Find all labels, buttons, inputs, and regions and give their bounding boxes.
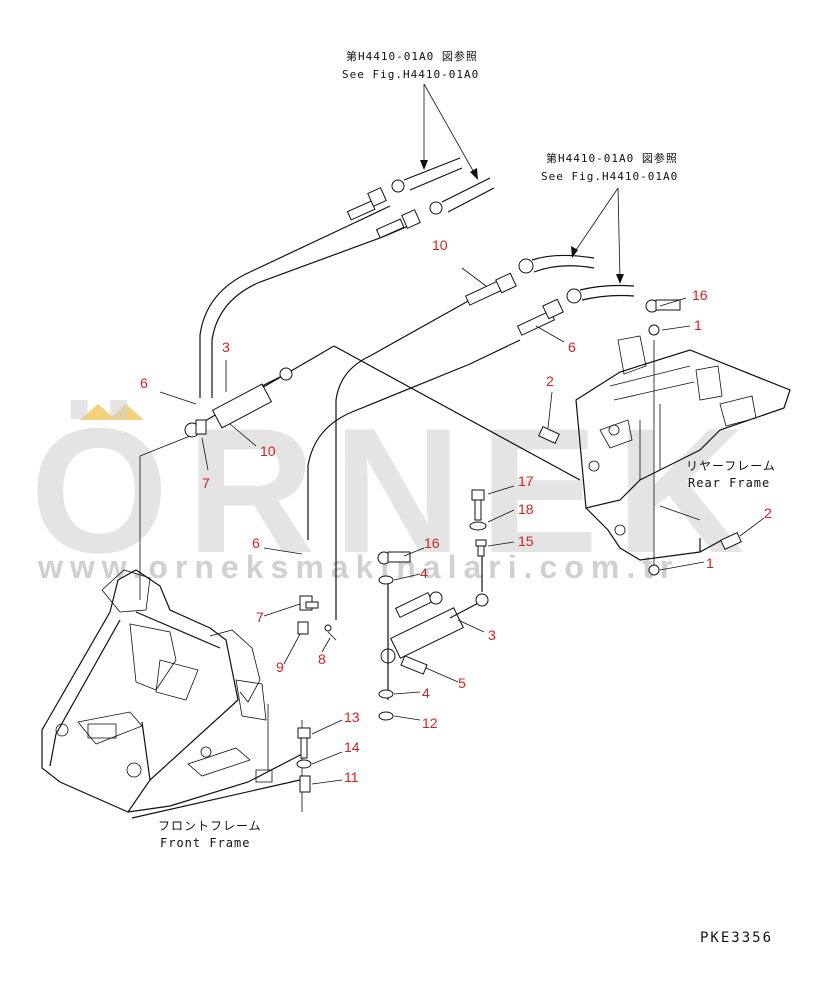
callout-15: 15 bbox=[518, 533, 534, 549]
reference-note-right: 第H4410-01A0 図参照 See Fig.H4410-01A0 bbox=[541, 151, 678, 284]
callout-11: 11 bbox=[344, 769, 359, 785]
callout-8: 8 bbox=[318, 651, 326, 667]
rear-frame-label-jp: リヤーフレーム bbox=[686, 459, 776, 473]
callout-4-upper: 4 bbox=[420, 565, 428, 581]
callout-17: 17 bbox=[518, 473, 534, 489]
watermark-url: www.orneksmakinalari.com.tr bbox=[37, 549, 679, 585]
callout-1-rear-top: 1 bbox=[694, 317, 702, 333]
callout-13: 13 bbox=[344, 709, 360, 725]
callout-2-upper: 2 bbox=[546, 373, 554, 389]
hardware-parts bbox=[195, 299, 742, 793]
hose-upper-right bbox=[307, 254, 635, 620]
watermark-accent-right bbox=[108, 404, 144, 420]
callout-6-left: 6 bbox=[140, 375, 148, 391]
callout-7-upper: 7 bbox=[202, 475, 210, 491]
cylinder-lower bbox=[380, 540, 489, 700]
callout-3-upper: 3 bbox=[222, 339, 230, 355]
callout-5: 5 bbox=[458, 675, 466, 691]
rear-frame-label-en: Rear Frame bbox=[688, 476, 770, 490]
rear-frame bbox=[575, 335, 791, 570]
callout-16-front: 16 bbox=[424, 535, 440, 551]
callout-4-lower: 4 bbox=[422, 685, 430, 701]
callout-1-rear-bottom: 1 bbox=[706, 555, 714, 571]
reference-jp-1: 第H4410-01A0 図参照 bbox=[346, 49, 478, 63]
front-frame-label-jp: フロントフレーム bbox=[158, 819, 262, 833]
reference-jp-2: 第H4410-01A0 図参照 bbox=[546, 151, 678, 165]
reference-en-2: See Fig.H4410-01A0 bbox=[541, 170, 678, 183]
callout-9: 9 bbox=[276, 659, 284, 675]
callout-12: 12 bbox=[422, 715, 438, 731]
reference-en-1: See Fig.H4410-01A0 bbox=[342, 68, 479, 81]
figure-id: PKE3356 bbox=[700, 930, 773, 946]
front-frame-label-en: Front Frame bbox=[160, 836, 250, 850]
reference-note-top: 第H4410-01A0 図参照 See Fig.H4410-01A0 bbox=[342, 49, 479, 180]
callout-16-rear: 16 bbox=[692, 287, 708, 303]
hose-upper-left bbox=[199, 157, 495, 398]
callout-6-upper: 6 bbox=[568, 339, 576, 355]
callout-18: 18 bbox=[518, 501, 534, 517]
frame-labels: リヤーフレーム Rear Frame フロントフレーム Front Frame bbox=[158, 459, 776, 850]
watermark-accent-left bbox=[80, 404, 116, 420]
callout-14: 14 bbox=[344, 739, 360, 755]
callouts: 16 1 10 6 3 2 6 7 10 17 18 15 2 16 1 4 6… bbox=[140, 237, 772, 785]
callout-10-upper: 10 bbox=[432, 237, 448, 253]
callout-3-lower: 3 bbox=[488, 627, 496, 643]
callout-leaders bbox=[159, 267, 765, 785]
callout-6-lower: 6 bbox=[252, 535, 260, 551]
callout-7-lower: 7 bbox=[256, 609, 264, 625]
callout-10-lower: 10 bbox=[260, 443, 276, 459]
callout-2-lower: 2 bbox=[764, 505, 772, 521]
front-frame bbox=[41, 435, 307, 819]
